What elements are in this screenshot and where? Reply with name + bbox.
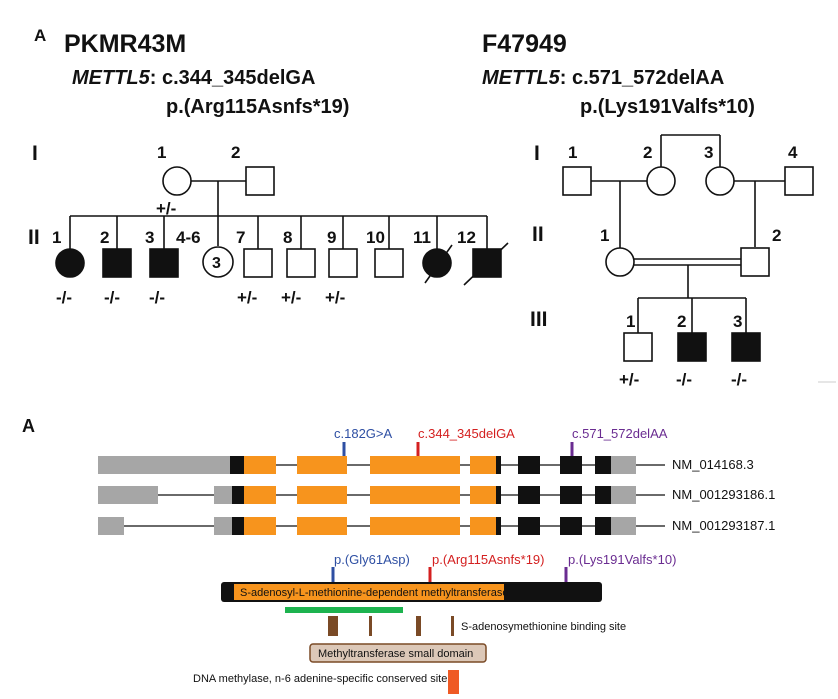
- sibling-count: 3: [212, 255, 221, 272]
- genotype-I-1: +/-: [156, 199, 176, 218]
- label-right-I-3: 3: [704, 143, 713, 162]
- individual-right-I-1: [562, 166, 592, 196]
- individual-right-III-1: [623, 332, 653, 362]
- family-id-right: F47949: [482, 30, 567, 58]
- conserved-site-label: DNA methylase, n-6 adenine-specific cons…: [193, 673, 447, 685]
- variant-label-c344: c.344_345delGA: [418, 426, 515, 441]
- individual-II-2: [102, 248, 132, 278]
- generation-III-right: III: [530, 308, 548, 331]
- label-right-III-1: 1: [626, 312, 635, 331]
- genotype-right-III-3: -/-: [731, 370, 747, 389]
- panel-label-top: A: [34, 26, 46, 45]
- genotype-II-1: -/-: [56, 288, 72, 307]
- genotypes-II-left: -/- -/- -/- +/- +/- +/-: [56, 288, 345, 307]
- transcript-label-3: NM_001293187.1: [672, 518, 775, 533]
- pedigree-f47949: [562, 134, 814, 362]
- individual-I-2: [245, 166, 275, 196]
- protein-change-left: p.(Arg115Asnfs*19): [166, 96, 349, 118]
- individual-II-1: [55, 248, 85, 278]
- individual-II-4-6: [202, 246, 234, 278]
- label-II-11: 11: [413, 228, 431, 247]
- transcript-NM_014168: [98, 456, 665, 474]
- variant-label-c571: c.571_572delAA: [572, 426, 668, 441]
- label-right-II-2: 2: [772, 226, 781, 245]
- protein-label-p3: p.(Lys191Valfs*10): [568, 552, 676, 567]
- transcript-NM_001293187: [98, 517, 665, 535]
- small-domain-label: Methyltransferase small domain: [318, 648, 473, 660]
- label-I-2: 2: [231, 143, 240, 162]
- binding-site-3: [416, 616, 421, 636]
- individual-right-III-2: [677, 332, 707, 362]
- label-right-II-1: 1: [600, 226, 609, 245]
- family-id-left: PKMR43M: [64, 30, 186, 58]
- individual-II-9: [328, 248, 358, 278]
- binding-site-1: [328, 616, 338, 636]
- label-II-4-6: 4-6: [176, 228, 201, 247]
- individual-II-7: [243, 248, 273, 278]
- label-I-1: 1: [157, 143, 166, 162]
- label-II-7: 7: [236, 228, 245, 247]
- individual-II-3: [149, 248, 179, 278]
- label-II-3: 3: [145, 228, 154, 247]
- labels-II-left: 1 2 3 4-6 7 8 9 10 11 12 3: [52, 228, 476, 272]
- variant-label-c182: c.182G>A: [334, 426, 393, 441]
- conserved-site-mark: [448, 670, 459, 694]
- individual-right-I-3: [705, 166, 735, 196]
- generation-I-left: I: [32, 142, 38, 165]
- label-II-1: 1: [52, 228, 61, 247]
- binding-site-label: S-adenosymethionine binding site: [461, 621, 626, 633]
- label-II-8: 8: [283, 228, 292, 247]
- green-feature-bar: [285, 607, 403, 613]
- protein-label-p1: p.(Gly61Asp): [334, 552, 410, 567]
- label-right-I-4: 4: [788, 143, 798, 162]
- methyltransferase-domain: [234, 584, 504, 600]
- genotype-II-7: +/-: [237, 288, 257, 307]
- transcript-label-2: NM_001293186.1: [672, 487, 775, 502]
- generation-II-left: II: [28, 226, 40, 249]
- genotype-II-8: +/-: [281, 288, 301, 307]
- label-II-9: 9: [327, 228, 336, 247]
- label-right-I-1: 1: [568, 143, 577, 162]
- genotype-right-III-1: +/-: [619, 370, 639, 389]
- genotype-II-9: +/-: [325, 288, 345, 307]
- genotype-II-2: -/-: [104, 288, 120, 307]
- individual-right-III-3: [731, 332, 761, 362]
- pedigree-pkmr43m: [55, 166, 509, 286]
- variant-line-left: METTL5: c.344_345delGA: [72, 67, 315, 89]
- label-right-I-2: 2: [643, 143, 652, 162]
- binding-site-4: [451, 616, 454, 636]
- generation-I-right: I: [534, 142, 540, 165]
- protein-change-right: p.(Lys191Valfs*10): [580, 96, 755, 118]
- individual-right-I-4: [784, 166, 814, 196]
- individual-right-II-1: [605, 247, 635, 277]
- variant-line-right: METTL5: c.571_572delAA: [482, 67, 724, 89]
- label-II-2: 2: [100, 228, 109, 247]
- transcript-label-1: NM_014168.3: [672, 457, 754, 472]
- generation-II-right: II: [532, 223, 544, 246]
- label-II-12: 12: [457, 228, 476, 247]
- genotype-right-III-2: -/-: [676, 370, 692, 389]
- label-right-III-3: 3: [733, 312, 742, 331]
- label-II-10: 10: [366, 228, 385, 247]
- panel-label-bottom: A: [22, 416, 35, 436]
- label-right-III-2: 2: [677, 312, 686, 331]
- individual-right-II-2: [740, 247, 770, 277]
- individual-right-I-2: [646, 166, 676, 196]
- individual-II-8: [286, 248, 316, 278]
- individual-I-1: [162, 166, 192, 196]
- domain-label: S-adenosyl-L-methionine-dependent methyl…: [240, 587, 508, 599]
- individual-II-10: [374, 248, 404, 278]
- genotype-II-3: -/-: [149, 288, 165, 307]
- protein-label-p2: p.(Arg115Asnfs*19): [432, 552, 545, 567]
- small-domain-box: [309, 643, 487, 663]
- binding-site-2: [369, 616, 372, 636]
- transcript-NM_001293186: [98, 486, 665, 504]
